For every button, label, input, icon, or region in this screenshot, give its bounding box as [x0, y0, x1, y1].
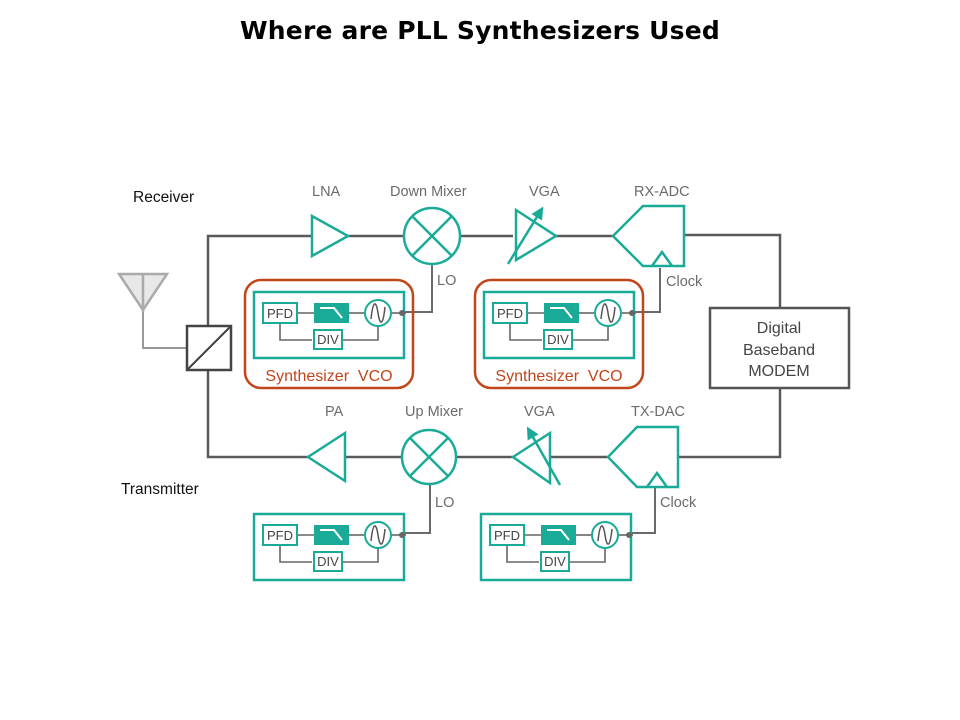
tx-vga-icon: [510, 426, 562, 486]
pll-feedback-wire: [342, 326, 379, 341]
div-label: DIV: [547, 332, 569, 347]
loop-filter-icon: [314, 525, 349, 545]
pll-feedback-wire: [342, 548, 379, 563]
wire-adc-modem: [684, 233, 782, 308]
div-label: DIV: [317, 332, 339, 347]
rx-clock-pll-block: PFD DIV: [482, 290, 636, 360]
page-title: Where are PLL Synthesizers Used: [240, 16, 720, 45]
rx-adc-icon: [611, 204, 686, 268]
pfd-label: PFD: [497, 306, 523, 321]
tx-lo-pll-block: PFD DIV: [252, 512, 406, 582]
baseband-modem-block: Digital Baseband MODEM: [708, 306, 851, 390]
loop-filter-icon: [544, 303, 579, 323]
sine-wave-glyph: [597, 525, 613, 545]
sine-wave-glyph: [600, 303, 616, 323]
output-node: [399, 310, 405, 316]
loop-filter-icon: [541, 525, 576, 545]
pa-icon: [305, 430, 347, 484]
pa-label: PA: [325, 404, 344, 420]
rx-clock-synth-border: [473, 278, 645, 390]
output-node: [626, 532, 632, 538]
pfd-box: [492, 302, 528, 324]
lna-label: LNA: [312, 184, 341, 200]
transmitter-label: Transmitter: [121, 481, 199, 498]
rx-lo-pll-block: PFD DIV: [252, 290, 406, 360]
pll-feedback-wire: [569, 548, 606, 563]
lowpass-glyph: [320, 529, 343, 541]
rx-lo-synth-border: [243, 278, 415, 390]
wire-tx-lo: [403, 485, 431, 534]
rx-clock-synth-caption: Synthesizer VCO: [495, 368, 622, 385]
tx-vga-label: VGA: [524, 404, 555, 420]
pfd-label: PFD: [494, 528, 520, 543]
output-node: [399, 532, 405, 538]
pfd-box: [262, 524, 298, 546]
tx-clock-pll-block: PFD DIV: [479, 512, 633, 582]
div-box: [540, 551, 570, 572]
lna-icon: [310, 213, 351, 259]
lowpass-glyph: [547, 529, 570, 541]
up-mixer-label: Up Mixer: [405, 404, 463, 420]
rx-vga-icon: [506, 206, 559, 265]
tx-dac-icon: [606, 425, 680, 489]
div-label: DIV: [544, 554, 566, 569]
loop-filter-icon: [314, 303, 349, 323]
output-node: [629, 310, 635, 316]
pfd-label: PFD: [267, 306, 293, 321]
tx-lo-label: LO: [435, 495, 454, 511]
wire-antenna: [142, 312, 187, 349]
wire-tx-duplexer-pa: [206, 370, 308, 459]
lowpass-glyph: [320, 307, 343, 319]
wire-tx-clock: [628, 488, 656, 534]
pfd-box: [262, 302, 298, 324]
pfd-label: PFD: [267, 528, 293, 543]
div-box: [543, 329, 573, 350]
pfd-box: [489, 524, 525, 546]
signal-wires: [142, 233, 782, 534]
modem-line3: MODEM: [748, 363, 809, 380]
tx-dac-label: TX-DAC: [631, 404, 685, 420]
wire-rx-clock: [634, 268, 661, 313]
sine-wave-glyph: [370, 525, 386, 545]
div-label: DIV: [317, 554, 339, 569]
wire-rx-lo: [404, 264, 433, 313]
modem-line1: Digital: [757, 320, 801, 337]
div-box: [313, 551, 343, 572]
rx-clock-label: Clock: [666, 274, 703, 290]
div-box: [313, 329, 343, 350]
wire-dac-modem: [678, 388, 782, 459]
rx-vga-label: VGA: [529, 184, 560, 200]
up-mixer-icon: [400, 428, 458, 486]
rx-lo-synth-caption: Synthesizer VCO: [265, 368, 392, 385]
sine-wave-glyph: [370, 303, 386, 323]
wire-rx-duplexer-lna: [206, 234, 312, 326]
down-mixer-icon: [402, 206, 462, 266]
pll-feedback-wire: [572, 326, 609, 341]
lowpass-glyph: [550, 307, 573, 319]
rx-adc-label: RX-ADC: [634, 184, 690, 200]
modem-line2: Baseband: [743, 342, 815, 359]
receiver-label: Receiver: [133, 189, 194, 206]
tx-clock-label: Clock: [660, 495, 697, 511]
duplexer-icon: [185, 324, 233, 372]
down-mixer-label: Down Mixer: [390, 184, 467, 200]
rx-lo-label: LO: [437, 273, 456, 289]
antenna-icon: [116, 272, 170, 313]
